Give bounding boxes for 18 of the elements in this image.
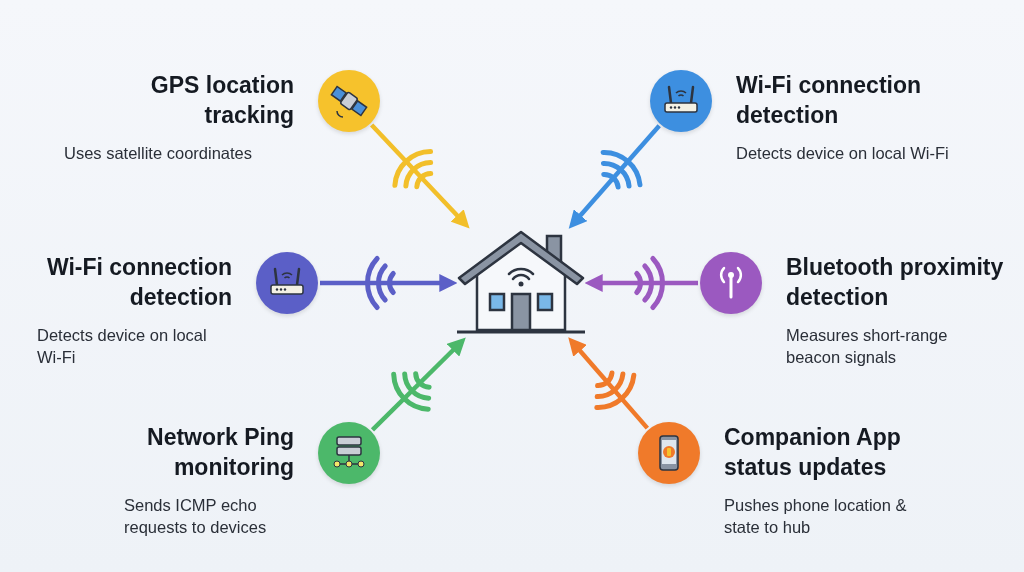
description: Detects device on local Wi-Fi bbox=[736, 143, 950, 164]
heading: Companion App status updates bbox=[724, 423, 902, 482]
arrow bbox=[370, 337, 466, 432]
description: Uses satellite coordinates bbox=[64, 143, 253, 164]
heading: Wi-Fi connection detection bbox=[45, 253, 232, 312]
arrow bbox=[584, 274, 698, 292]
arrow bbox=[370, 123, 470, 229]
arrow bbox=[568, 124, 661, 229]
description: Measures short-range beacon signals bbox=[786, 325, 949, 368]
arrow bbox=[320, 274, 458, 292]
arrow bbox=[568, 337, 650, 430]
description: Detects device on local Wi-Fi bbox=[37, 325, 208, 368]
heading: GPS location tracking bbox=[149, 71, 294, 130]
heading: Bluetooth proximity detection bbox=[786, 253, 1005, 312]
description: Sends ICMP echo requests to devices bbox=[124, 495, 268, 538]
heading: Network Ping monitoring bbox=[146, 423, 294, 482]
heading: Wi-Fi connection detection bbox=[736, 71, 923, 130]
description: Pushes phone location & state to hub bbox=[724, 495, 908, 538]
